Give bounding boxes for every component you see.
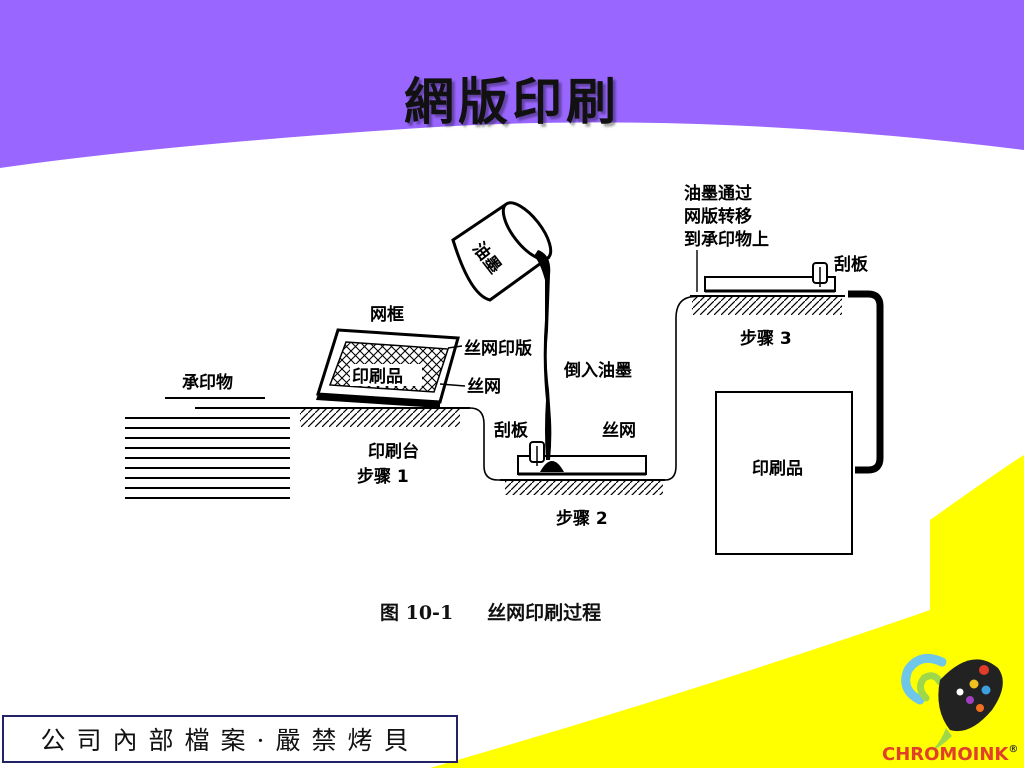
- flow-arrow-1: [469, 407, 500, 481]
- purple-header-band: [0, 0, 1024, 168]
- step3-table: [690, 276, 845, 315]
- flow-arrow-2: [664, 295, 701, 481]
- label-step2: 步骤 2: [556, 508, 608, 529]
- swirl-icon: [901, 653, 947, 705]
- squeegee-step2: [529, 441, 545, 466]
- squeegee-step3: [812, 262, 828, 287]
- caption-number: 图 10-1: [380, 602, 454, 624]
- label-substrate: 承印物: [182, 372, 233, 393]
- label-printed-output: 印刷品: [752, 459, 803, 479]
- label-transfer-line1: 油墨通过: [684, 183, 752, 204]
- label-transfer-line2: 网版转移: [684, 206, 752, 227]
- ink-blob: [540, 461, 564, 472]
- label-mesh-step2: 丝网: [602, 420, 636, 441]
- label-step3: 步骤 3: [740, 328, 792, 349]
- screen-frame-tilted: [315, 328, 460, 408]
- label-squeegee-step2: 刮板: [494, 420, 529, 441]
- registered-mark: ®: [1008, 744, 1019, 755]
- flow-arrow-3: [848, 290, 884, 474]
- chromoink-logo: [901, 653, 1003, 752]
- ink-stream: [534, 250, 552, 460]
- label-print-table: 印刷台: [368, 441, 419, 462]
- fish-icon: [930, 659, 1003, 752]
- brand-wordmark: CHROMOINK: [882, 744, 1009, 765]
- ink-bucket: [451, 201, 553, 302]
- label-squeegee-step3: 刮板: [834, 254, 869, 275]
- printed-output-sheet: [715, 391, 853, 555]
- slide-title: 網版印刷: [404, 73, 620, 131]
- substrate-stack: [125, 397, 300, 499]
- caption-text: 丝网印刷过程: [487, 602, 602, 624]
- yellow-corner-accent: [430, 455, 1024, 768]
- label-frame: 网框: [370, 304, 404, 325]
- diagram-caption: 图 10-1 丝网印刷过程: [380, 598, 635, 625]
- label-step1: 步骤 1: [357, 466, 409, 487]
- brand-name: CHROMOINK®: [882, 744, 1018, 765]
- label-printed-item-on-screen: 印刷品: [352, 367, 403, 387]
- label-mesh-step1: 丝网: [467, 376, 501, 397]
- step2-table: [500, 455, 665, 495]
- print-table: [290, 407, 470, 427]
- label-pour-ink: 倒入油墨: [563, 360, 632, 381]
- confidential-footer: 公司內部檔案·嚴禁烤貝: [2, 715, 458, 763]
- label-screen-stencil: 丝网印版: [464, 338, 532, 359]
- label-transfer-line3: 到承印物上: [684, 229, 769, 250]
